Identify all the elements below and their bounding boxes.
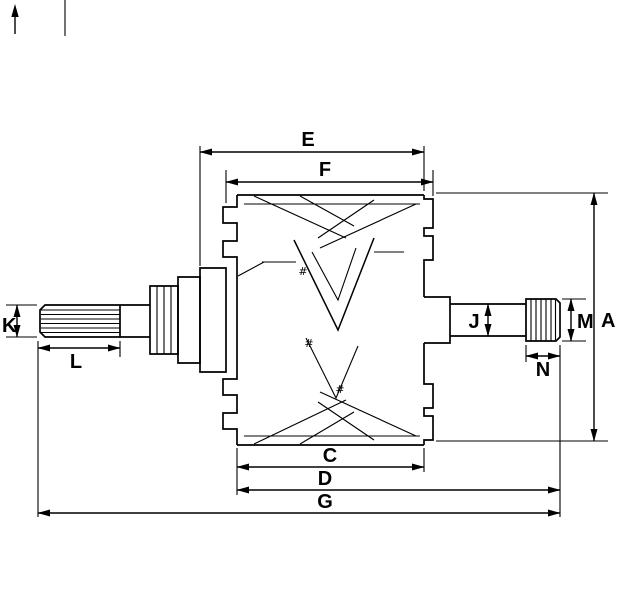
dim-label-m: M — [577, 311, 594, 333]
dimension-d: D — [236, 468, 561, 494]
dimension-e: E — [199, 129, 425, 266]
claw-line — [319, 203, 417, 249]
thread-outline — [525, 298, 561, 342]
dimension-f: F — [225, 159, 434, 203]
dim-label-c: C — [323, 445, 337, 467]
hash-mark: # — [304, 337, 313, 350]
dimension-g: G — [37, 341, 561, 517]
claw-center-inner-vee — [311, 247, 357, 302]
dimension-m: M — [562, 298, 594, 342]
claw-line — [317, 199, 375, 239]
dimension-k: K — [2, 304, 37, 338]
cropped-dimension-artifact — [11, 0, 66, 36]
dimension-j: J — [468, 303, 492, 337]
claw-line — [299, 195, 355, 227]
dim-label-a: A — [601, 310, 615, 332]
up-arrowhead-icon — [11, 4, 19, 17]
slip-ring-section — [149, 267, 227, 373]
rotor-drawing: # # # — [39, 194, 561, 446]
dim-label-d: D — [318, 468, 332, 490]
dimension-a: A — [436, 192, 615, 442]
shaft-outline — [39, 304, 150, 338]
dimension-n: N — [525, 345, 561, 381]
rotor-body — [222, 194, 434, 446]
hash-mark: # — [298, 265, 307, 278]
left-shaft-splined — [39, 304, 150, 338]
claw-line — [317, 401, 375, 441]
claw-line — [237, 261, 265, 277]
claw-line — [253, 195, 347, 239]
hash-mark: # — [335, 383, 344, 396]
threaded-end — [525, 298, 561, 342]
dim-label-f: F — [319, 159, 331, 181]
dim-label-l: L — [70, 351, 82, 373]
claw-line — [319, 391, 417, 437]
body-rear-edge-teeth-upper — [423, 195, 434, 297]
dim-label-e: E — [301, 129, 314, 151]
claw-lower-vee — [305, 337, 359, 400]
body-rear-edge-teeth-lower — [423, 343, 434, 445]
dim-label-g: G — [317, 491, 333, 513]
dim-label-j: J — [468, 311, 479, 333]
claw-line — [253, 399, 347, 445]
dim-label-k: K — [2, 315, 17, 337]
body-front-edge-teeth — [222, 195, 238, 445]
claw-poles: # # # — [237, 195, 417, 445]
collar-step-2 — [199, 267, 227, 373]
claw-line — [299, 411, 355, 445]
dimension-l: L — [37, 341, 121, 373]
claw-center-vee — [293, 237, 375, 332]
dim-label-n: N — [536, 359, 550, 381]
collar-step-1 — [177, 276, 201, 364]
dimensions: E F A K L — [2, 129, 615, 517]
shaft-collar — [424, 296, 451, 344]
